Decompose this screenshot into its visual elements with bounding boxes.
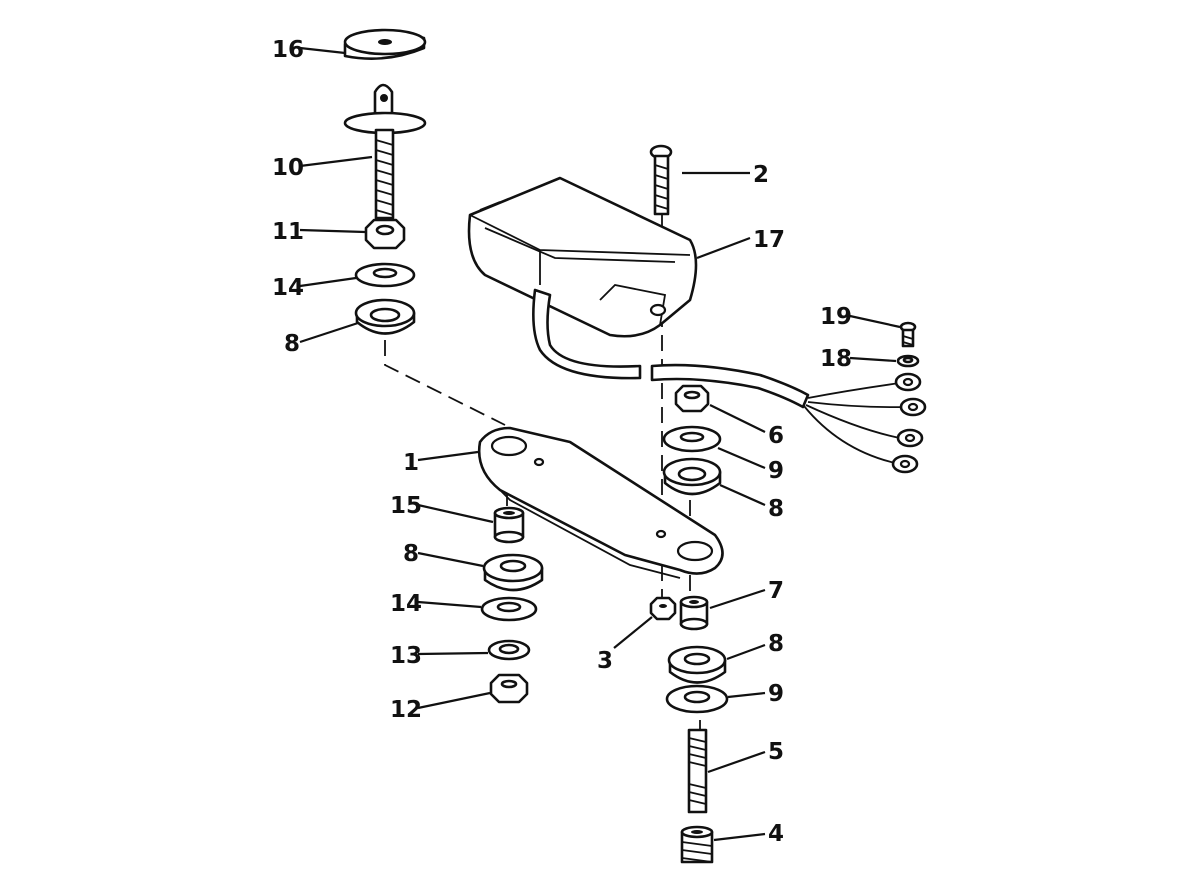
callout-8c: 8	[403, 541, 419, 567]
callout-1: 1	[403, 450, 419, 476]
part-12-nut	[489, 673, 529, 704]
callout-16: 16	[272, 37, 304, 63]
part-9-washer-lower	[665, 684, 729, 714]
callout-3: 3	[597, 648, 613, 674]
part-6-nut	[674, 384, 710, 413]
leader-lines	[299, 46, 901, 842]
callout-7: 7	[768, 578, 784, 604]
part-8-grommet-lower-left	[482, 553, 544, 592]
part-7-spacer	[679, 595, 709, 631]
callout-8b: 8	[768, 496, 784, 522]
callout-14a: 14	[272, 275, 304, 301]
callout-18: 18	[820, 346, 852, 372]
callout-8a: 8	[284, 331, 300, 357]
callout-4: 4	[768, 821, 784, 847]
switch-cable	[532, 288, 927, 474]
part-9-washer-upper	[662, 425, 722, 453]
callout-17: 17	[753, 227, 785, 253]
part-11-nut	[364, 218, 406, 250]
part-2-screw	[649, 144, 673, 216]
part-17-switch-box	[467, 176, 698, 338]
part-3-small-nut	[649, 596, 677, 621]
part-10-eye-bolt	[343, 83, 427, 220]
callout-5: 5	[768, 739, 784, 765]
callout-11: 11	[272, 219, 304, 245]
part-8-grommet-lower-right	[667, 645, 727, 684]
callout-8d: 8	[768, 631, 784, 657]
callout-14b: 14	[390, 591, 422, 617]
callout-2: 2	[753, 162, 769, 188]
part-8-grommet-upper-left	[354, 298, 416, 335]
callout-19: 19	[820, 304, 852, 330]
callout-9a: 9	[768, 458, 784, 484]
callout-labels: 16 10 11 14 8 2 17 19 18 1 6 9 8 15 8 14…	[272, 37, 852, 847]
part-15-spacer	[493, 506, 525, 544]
alignment-line-left	[384, 340, 506, 426]
callout-15: 15	[390, 493, 422, 519]
part-16-washer	[343, 28, 427, 60]
part-13-washer	[487, 639, 531, 661]
part-19-small-screw	[899, 321, 917, 348]
part-8-grommet-upper-right	[662, 457, 722, 496]
callout-9b: 9	[768, 681, 784, 707]
part-14-washer-upper	[354, 262, 416, 288]
callout-13: 13	[390, 643, 422, 669]
part-14-washer-lower	[480, 596, 538, 622]
part-4-insert	[680, 825, 714, 864]
part-18-small-washer	[896, 354, 920, 368]
ring-terminals	[891, 372, 927, 474]
part-5-stud	[687, 728, 708, 814]
callout-10: 10	[272, 155, 304, 181]
callout-12: 12	[390, 697, 422, 723]
callout-6: 6	[768, 423, 784, 449]
part-1-bracket	[477, 426, 724, 579]
